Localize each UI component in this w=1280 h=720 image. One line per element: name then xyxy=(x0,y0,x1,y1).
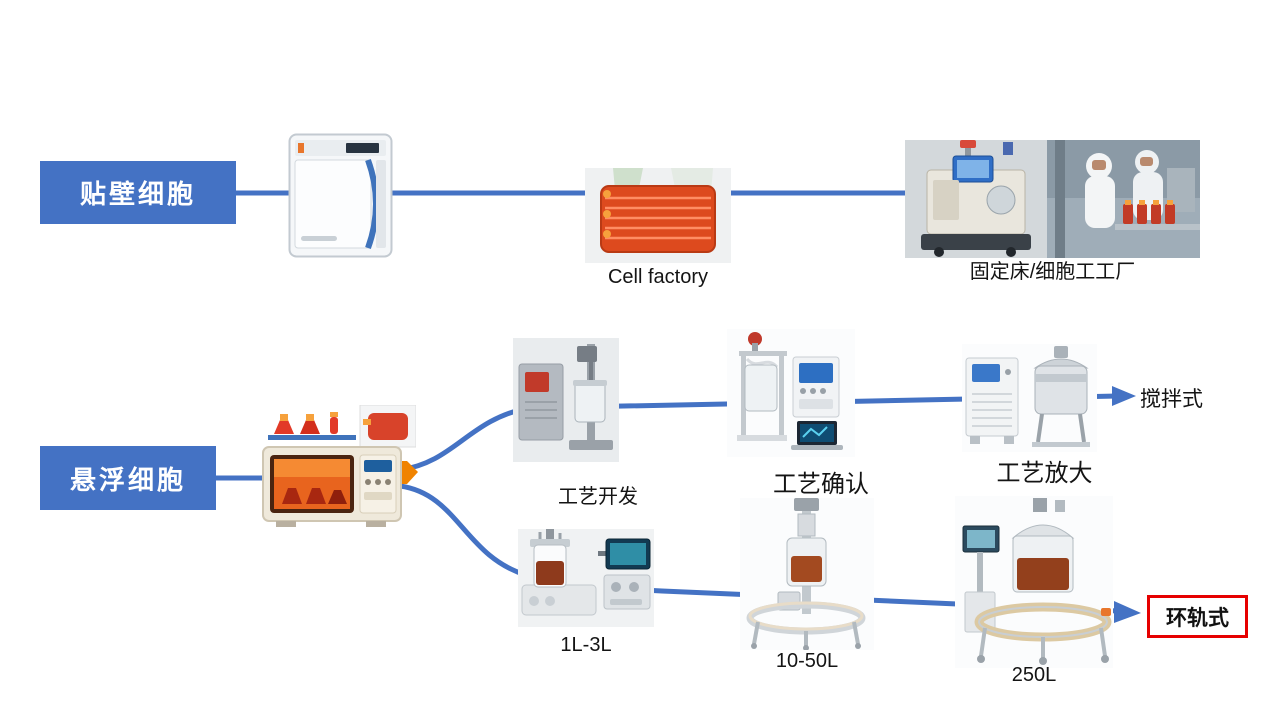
cell-factory-caption: Cell factory xyxy=(607,266,709,288)
process-scaleup-bioreactor-image xyxy=(962,344,1097,452)
adherent-cells-label-box: 贴壁细胞 xyxy=(40,161,236,224)
stirred-arrowhead-icon xyxy=(1112,386,1136,406)
scale-10-50l-caption: 10-50L xyxy=(775,650,839,672)
process-dev-caption: 工艺开发 xyxy=(558,486,638,508)
stirred-type-label: 搅拌式 xyxy=(1140,388,1203,411)
orbital-type-label: 环轨式 xyxy=(1166,606,1229,630)
shaker-incubator-image xyxy=(262,446,402,528)
cleanroom-operators-image xyxy=(1047,140,1200,258)
process-scaleup-caption: 工艺放大 xyxy=(996,460,1093,487)
production-250l-bioreactor-image xyxy=(955,496,1113,668)
suspension-cells-label-box: 悬浮细胞 xyxy=(40,446,216,510)
process-confirmation-bioreactor-image xyxy=(727,329,855,457)
adherent-cells-label: 贴壁细胞 xyxy=(79,179,196,209)
suspension-cells-label: 悬浮细胞 xyxy=(69,464,186,495)
fixed-bed-caption: 固定床/细胞工工厂 xyxy=(969,261,1136,283)
co2-incubator-image xyxy=(288,133,393,258)
scale-1l-3l-caption: 1L-3L xyxy=(560,634,612,656)
orbital-type-result-box: 环轨式 xyxy=(1147,595,1248,638)
fixed-bed-bioreactor-image xyxy=(905,140,1047,258)
scale-250l-caption: 250L xyxy=(1011,664,1057,686)
process-confirm-caption: 工艺确认 xyxy=(773,471,869,498)
cell-factory-image xyxy=(585,168,731,263)
pilot-10-50l-bioreactor-image xyxy=(740,498,874,650)
process-development-bioreactor-image xyxy=(513,338,619,462)
orbital-arrowhead-icon xyxy=(1114,601,1141,623)
culture-flasks-image xyxy=(268,405,416,450)
benchtop-1l-3l-bioreactor-image xyxy=(518,529,654,627)
